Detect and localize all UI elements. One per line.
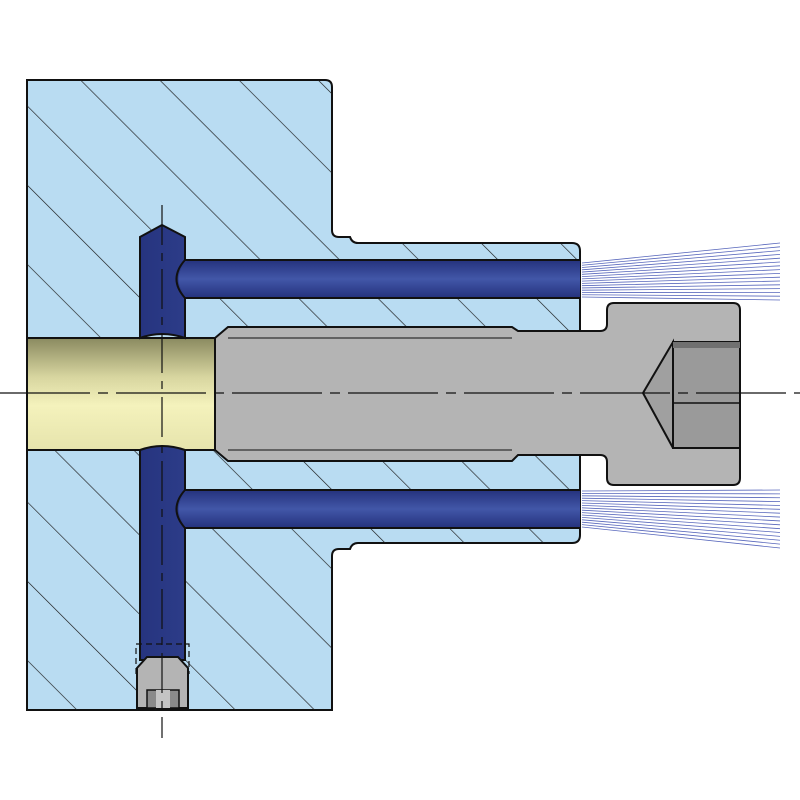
spray-line	[581, 288, 781, 291]
spray-line	[581, 257, 781, 273]
spray-line	[581, 261, 781, 275]
spray-line	[581, 246, 781, 266]
spray-line	[581, 509, 781, 522]
spray-line	[581, 507, 781, 518]
spray-line	[581, 242, 781, 264]
threaded-insert	[214, 302, 741, 486]
spray-line	[581, 296, 781, 301]
spray-line	[581, 524, 781, 545]
spray-line	[581, 280, 781, 287]
spray-line	[581, 517, 781, 533]
spray-line	[581, 489, 781, 492]
coolant-spray	[581, 242, 781, 549]
coolant-channels	[139, 223, 581, 661]
spray-line	[581, 502, 781, 510]
spray-line	[581, 521, 781, 541]
spray-line	[581, 495, 781, 499]
spray-line	[581, 265, 781, 277]
spray-line	[581, 526, 781, 549]
spray-line	[581, 519, 781, 537]
spray-line	[581, 269, 781, 280]
spray-line	[581, 500, 781, 506]
hex-socket	[641, 338, 741, 449]
spray-line	[581, 505, 781, 514]
spray-line	[581, 254, 781, 271]
spray-line	[581, 273, 781, 282]
spray-line	[581, 514, 781, 530]
spray-line	[581, 284, 781, 289]
spray-line	[581, 497, 781, 502]
spray-line	[581, 512, 781, 526]
spray-line	[581, 250, 781, 268]
spray-line	[581, 294, 781, 297]
spray-line	[581, 276, 781, 284]
pin	[26, 337, 216, 451]
